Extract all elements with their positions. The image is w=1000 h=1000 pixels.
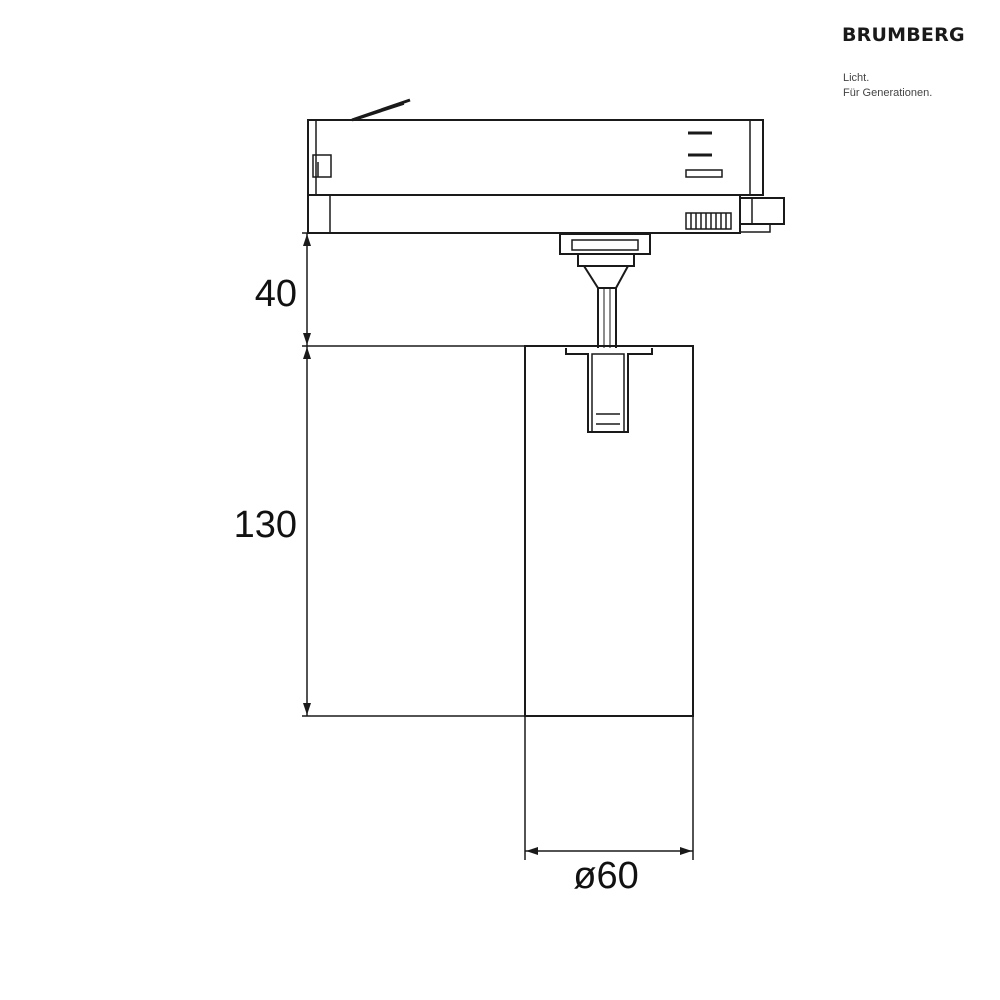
track-adapter [307,98,785,234]
brand-tagline-line2: Für Generationen. [843,87,933,99]
dimension-label-diameter: ø60 [573,855,638,897]
swivel-joint [559,233,651,348]
dimension-lines [302,232,694,860]
dimension-label-body-height: 130 [234,504,297,546]
brand-logo-block: BRUMBERG Licht. Für Generationen. [836,20,974,106]
brand-name: BRUMBERG [842,24,965,46]
dimension-arrows [303,234,692,855]
brand-tagline-line1: Licht. [843,72,870,84]
dimension-label-adapter-height: 40 [255,273,297,315]
spot-body [524,345,694,717]
